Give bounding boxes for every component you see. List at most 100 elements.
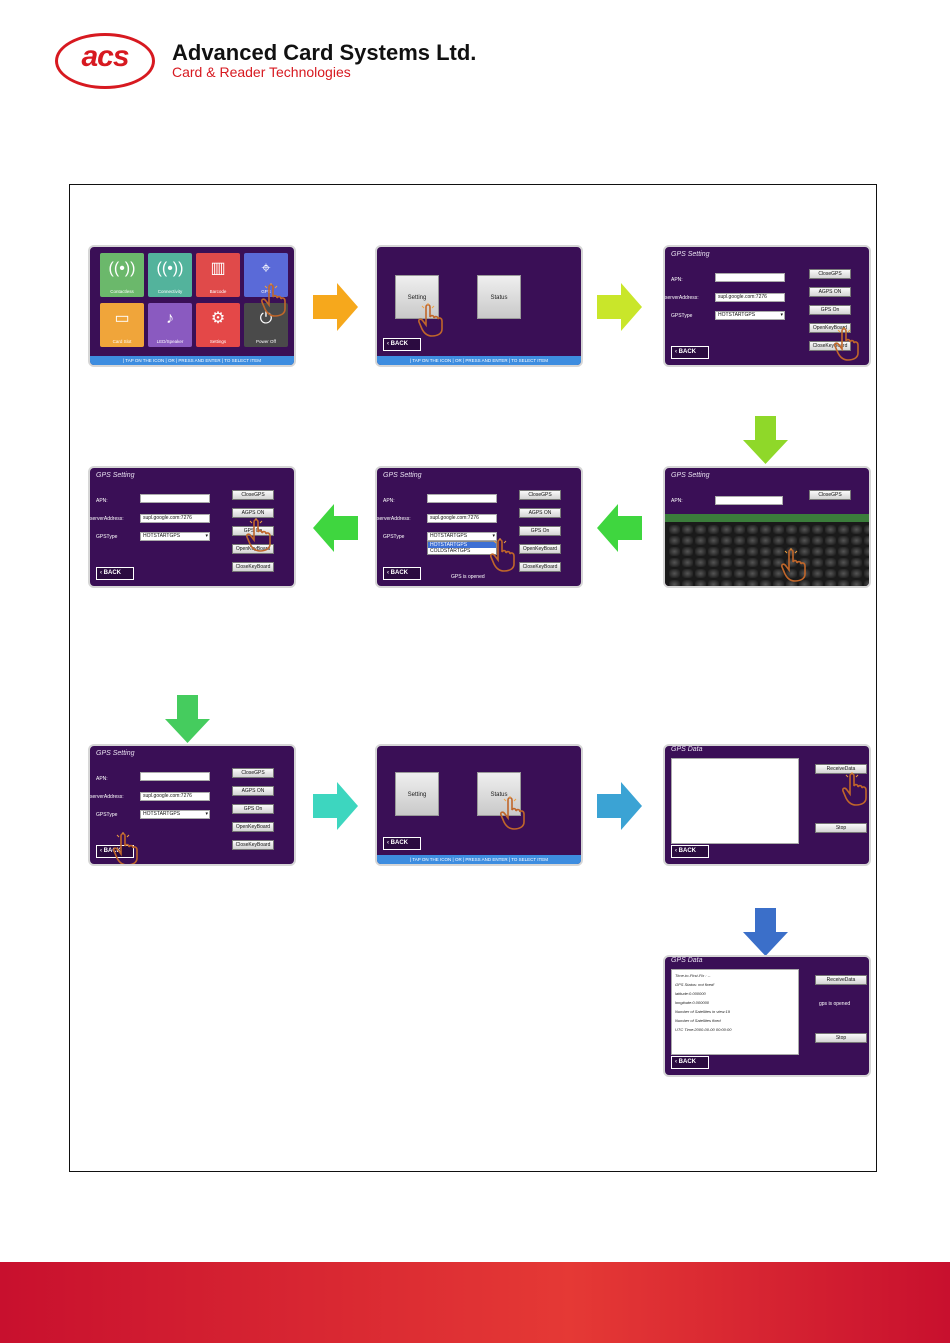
keyboard-key[interactable] [799,558,810,567]
keyboard-key[interactable] [838,547,849,556]
closegps-button[interactable]: CloseGPS [809,269,851,279]
apn-input[interactable] [427,494,497,503]
keyboard-key[interactable] [812,547,823,556]
closegps-button[interactable]: CloseGPS [809,490,851,500]
closekeyboard-button[interactable]: CloseKeyBoard [809,341,851,351]
keyboard-key[interactable] [734,536,745,545]
keyboard-key[interactable] [851,536,862,545]
gps-type-select[interactable]: HOTSTARTGPS [427,532,497,541]
keyboard-key[interactable] [851,547,862,556]
keyboard-key[interactable] [851,525,862,534]
gps-on-button[interactable]: GPS On [232,804,274,814]
keyboard-key[interactable] [669,547,680,556]
keyboard-key[interactable] [734,558,745,567]
keyboard-key[interactable] [773,558,784,567]
keyboard-key[interactable] [773,547,784,556]
closegps-button[interactable]: CloseGPS [232,490,274,500]
apn-input[interactable] [140,494,210,503]
keyboard-key[interactable] [851,558,862,567]
status-button[interactable]: Status [477,772,521,816]
openkeyboard-button[interactable]: OpenKeyBoard [232,822,274,832]
keyboard-key[interactable] [682,569,693,578]
gps-on-button[interactable]: GPS On [809,305,851,315]
keyboard-key[interactable] [812,558,823,567]
keyboard-key[interactable] [721,536,732,545]
gps-type-select[interactable]: HOTSTARTGPS [140,810,210,819]
keyboard-key[interactable] [760,547,771,556]
keyboard-key[interactable] [786,536,797,545]
keyboard-key[interactable] [864,569,869,578]
keyboard-key[interactable] [747,525,758,534]
keyboard-key[interactable] [721,547,732,556]
keyboard-key[interactable] [747,580,758,586]
keyboard-key[interactable] [682,580,693,586]
gps-on-button[interactable]: GPS On [519,526,561,536]
keyboard-key[interactable] [838,558,849,567]
receivedata-button[interactable]: ReceiveData [815,975,867,985]
back-button[interactable]: ‹ BACK [671,1056,709,1069]
stop-button[interactable]: Stop [815,823,867,833]
keyboard-key[interactable] [825,547,836,556]
back-button[interactable]: ‹ BACK [671,346,709,359]
menu-tile-connectivity[interactable]: ((•))Connectivity [148,253,192,297]
keyboard-key[interactable] [773,569,784,578]
keyboard-key[interactable] [851,580,862,586]
keyboard-key[interactable] [864,547,869,556]
keyboard-key[interactable] [760,569,771,578]
back-button[interactable]: ‹ BACK [383,837,421,850]
keyboard-key[interactable] [708,547,719,556]
closegps-button[interactable]: CloseGPS [519,490,561,500]
keyboard-key[interactable] [708,536,719,545]
keyboard-key[interactable] [734,525,745,534]
keyboard-key[interactable] [825,536,836,545]
closekeyboard-button[interactable]: CloseKeyBoard [519,562,561,572]
keyboard-key[interactable] [760,525,771,534]
receivedata-button[interactable]: ReceiveData [815,764,867,774]
apn-input[interactable] [715,273,785,282]
keyboard-key[interactable] [734,580,745,586]
apn-input[interactable] [140,772,210,781]
back-button[interactable]: ‹ BACK [96,567,134,580]
agps-on-button[interactable]: AGPS ON [232,786,274,796]
keyboard-key[interactable] [851,569,862,578]
back-button[interactable]: ‹ BACK [383,567,421,580]
keyboard-key[interactable] [799,536,810,545]
menu-tile-contactless[interactable]: ((•))Contactless [100,253,144,297]
keyboard-key[interactable] [825,525,836,534]
keyboard-key[interactable] [669,558,680,567]
keyboard-key[interactable] [734,569,745,578]
keyboard-key[interactable] [695,525,706,534]
server-address-input[interactable]: supl.google.com:7276 [427,514,497,523]
keyboard-key[interactable] [669,525,680,534]
keyboard-key[interactable] [695,569,706,578]
keyboard-key[interactable] [786,547,797,556]
keyboard-key[interactable] [786,558,797,567]
keyboard-key[interactable] [799,547,810,556]
keyboard-key[interactable] [825,569,836,578]
keyboard-key[interactable] [747,536,758,545]
keyboard-key[interactable] [669,536,680,545]
keyboard-key[interactable] [721,525,732,534]
openkeyboard-button[interactable]: OpenKeyBoard [809,323,851,333]
keyboard-key[interactable] [825,558,836,567]
keyboard-key[interactable] [708,525,719,534]
back-button[interactable]: ‹ BACK [671,845,709,858]
keyboard-key[interactable] [760,536,771,545]
keyboard-key[interactable] [773,536,784,545]
keyboard-key[interactable] [786,580,797,586]
keyboard-key[interactable] [786,569,797,578]
on-screen-keyboard[interactable] [665,514,869,586]
back-button[interactable]: ‹ BACK [383,338,421,351]
keyboard-key[interactable] [682,536,693,545]
keyboard-key[interactable] [760,558,771,567]
stop-button[interactable]: Stop [815,1033,867,1043]
keyboard-key[interactable] [864,558,869,567]
keyboard-key[interactable] [825,580,836,586]
keyboard-key[interactable] [721,580,732,586]
keyboard-key[interactable] [695,558,706,567]
keyboard-key[interactable] [734,547,745,556]
menu-tile-barcode[interactable]: ▥Barcode [196,253,240,297]
keyboard-key[interactable] [838,536,849,545]
closekeyboard-button[interactable]: CloseKeyBoard [232,840,274,850]
